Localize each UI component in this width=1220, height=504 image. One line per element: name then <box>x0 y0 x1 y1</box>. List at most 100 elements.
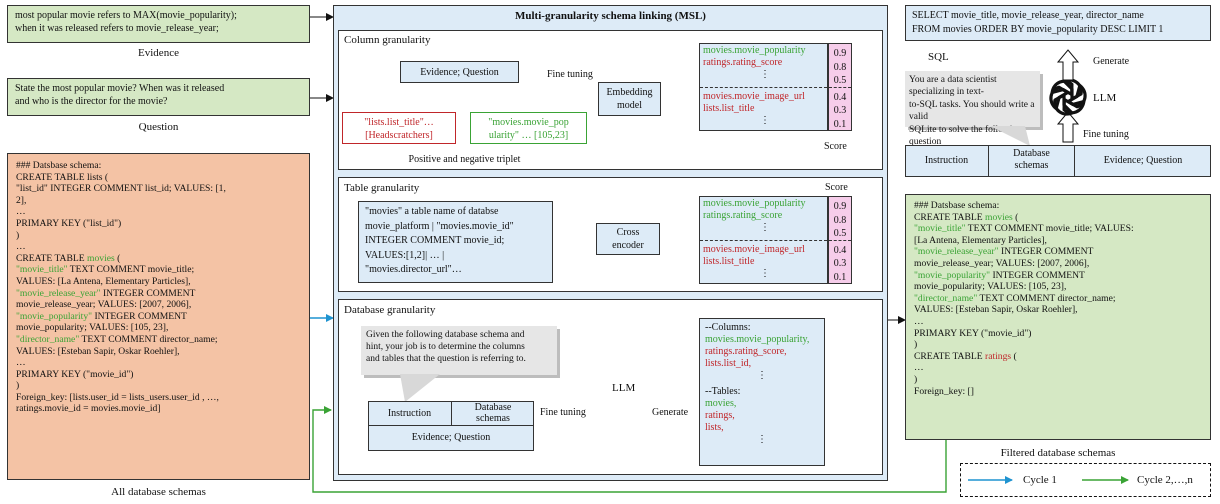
schema-item: ratings.rating_score <box>703 57 783 68</box>
schema-text: "movie_title" <box>16 264 68 276</box>
score-value: 0.3 <box>833 258 847 269</box>
database-granularity-title: Database granularity <box>344 304 436 316</box>
schema-line: "movie_title" TEXT COMMENT movie_title; … <box>914 223 1202 235</box>
schema-text: ) <box>914 339 918 351</box>
negative-sample-box: "lists.list_title"… [Headscratchers] <box>342 112 456 144</box>
schema-item: lists.list_title <box>703 256 755 267</box>
sql-evidence-question-cell: Evidence; Question <box>1103 155 1183 166</box>
schema-text: … <box>16 241 26 253</box>
schema-text: INTEGER COMMENT <box>990 269 1085 281</box>
db-prompt-bubble: Given the following database schema and … <box>361 326 557 375</box>
sql-instruction-cell: Instruction <box>905 145 989 177</box>
schema-line: CREATE TABLE lists ( <box>16 172 301 184</box>
schema-line: … <box>16 241 301 253</box>
schema-line: movie_release_year; VALUES: [2007, 2006]… <box>16 299 301 311</box>
schema-item: ⋮ <box>760 115 770 126</box>
schema-line: ratings.movie_id = movies.movie_id] <box>16 403 301 415</box>
schema-line: "list_id" INTEGER COMMENT list_id; VALUE… <box>16 183 301 195</box>
schema-line: ) <box>914 339 1202 351</box>
all-schemas-caption: All database schemas <box>111 486 206 498</box>
db-instruction-cell: Instruction <box>368 401 452 426</box>
schema-text: movies <box>985 211 1013 223</box>
schema-line: CREATE TABLE ratings ( <box>914 351 1202 363</box>
schema-text: ratings <box>985 350 1012 362</box>
db-output-box: --Columns: movies.movie_popularity,ratin… <box>699 318 825 466</box>
schema-text: … <box>16 357 26 369</box>
schema-item: movies, <box>705 398 737 409</box>
question-box: State the most popular movie? When was i… <box>7 78 310 116</box>
schema-item: ⋮ <box>760 268 770 279</box>
score-value: 0.4 <box>833 91 847 103</box>
schema-item: movies.movie_image_url <box>703 91 805 102</box>
sql-prompt-box <box>905 145 1211 177</box>
evidence-box: most popular movie refers to MAX(movie_p… <box>7 5 310 43</box>
schema-text: "director_name" <box>914 292 978 304</box>
cross-encoder-box: Cross encoder <box>596 223 660 255</box>
table-divider <box>700 240 827 241</box>
schema-text: TEXT COMMENT movie_title; VALUES: <box>965 223 1134 235</box>
schema-text: "director_name" <box>16 333 80 345</box>
schema-line: CREATE TABLE movies ( <box>914 212 1202 224</box>
schema-line: … <box>16 206 301 218</box>
schema-line: … <box>914 362 1202 374</box>
schema-text: CREATE TABLE <box>914 350 986 362</box>
schema-text: TEXT COMMENT director_name; <box>977 292 1116 304</box>
db-schemas-cell: Database schemas <box>452 401 534 426</box>
cycle2-arrow <box>312 406 947 493</box>
schema-item: movies.movie_popularity, <box>705 334 810 345</box>
schema-line: Foreign_key: [lists.user_id = lists_user… <box>16 392 301 404</box>
score-value: 0.8 <box>833 61 847 73</box>
column-score-divider <box>829 87 851 88</box>
schema-text: ( <box>1011 350 1017 362</box>
schema-text: PRIMARY KEY ("list_id") <box>16 217 122 229</box>
schema-line: ### Datsbase schema: <box>16 160 301 172</box>
msl-title: Multi-granularity schema linking (MSL) <box>515 10 706 22</box>
column-granularity-title: Column granularity <box>344 34 431 46</box>
schema-line: "movie_popularity" INTEGER COMMENT <box>914 270 1202 282</box>
schema-line: movie_popularity; VALUES: [105, 23], <box>16 322 301 334</box>
schema-text: ) <box>16 380 20 392</box>
db-bubble-tail <box>400 374 440 402</box>
schema-text: INTEGER COMMENT <box>998 246 1094 258</box>
table-input-box: "movies" a table name of databse movie_p… <box>358 201 553 283</box>
schema-line: VALUES: [Esteban Sapir, Oskar Roehler], <box>16 346 301 358</box>
schema-line: ) <box>914 374 1202 386</box>
schema-text: INTEGER COMMENT <box>100 287 196 299</box>
schema-text: ( <box>114 252 121 264</box>
db-finetune-label: Fine tuning <box>540 407 586 418</box>
score-value: 0.4 <box>833 244 847 256</box>
schema-item: ratings, <box>705 410 735 421</box>
schema-item: movies.movie_popularity <box>703 198 806 209</box>
schema-text: ( <box>1012 211 1019 223</box>
triplet-caption: Positive and negative triplet <box>408 154 521 165</box>
schema-text: Foreign_key: [lists.user_id = lists_user… <box>16 391 219 403</box>
schema-text: VALUES: [Esteban Sapir, Oskar Roehler], <box>16 345 180 357</box>
legend-box <box>960 463 1211 497</box>
schema-item: lists.list_title <box>703 103 755 114</box>
schema-text: PRIMARY KEY ("movie_id") <box>914 327 1032 339</box>
sql-output-box: SELECT movie_title, movie_release_year, … <box>905 5 1211 41</box>
legend-cycle2-label: Cycle 2,…,n <box>1137 474 1193 486</box>
schema-line: PRIMARY KEY ("list_id") <box>16 218 301 230</box>
table-score-divider <box>829 240 851 241</box>
db-llm-label: LLM <box>612 382 636 394</box>
openai-logo-icon <box>1044 75 1092 119</box>
sql-finetune-label: Fine tuning <box>1083 129 1129 140</box>
schema-text: 2], <box>16 194 27 206</box>
schema-item: ⋮ <box>757 434 767 445</box>
score-value: 0.1 <box>833 271 847 283</box>
schema-line: … <box>16 357 301 369</box>
score-value: 0.1 <box>833 118 847 130</box>
table-score-label: Score <box>825 182 848 193</box>
schema-line: VALUES: [La Antena, Elementary Particles… <box>16 276 301 288</box>
schema-text: ) <box>16 229 20 241</box>
schema-item: movies.movie_image_url <box>703 244 805 255</box>
schema-line: "director_name" TEXT COMMENT director_na… <box>16 334 301 346</box>
schema-line: movie_release_year; VALUES: [2007, 2006]… <box>914 258 1202 270</box>
schema-item: ⋮ <box>760 222 770 233</box>
schema-text: "movie_title" <box>914 223 966 235</box>
schema-item: ⋮ <box>757 370 767 381</box>
